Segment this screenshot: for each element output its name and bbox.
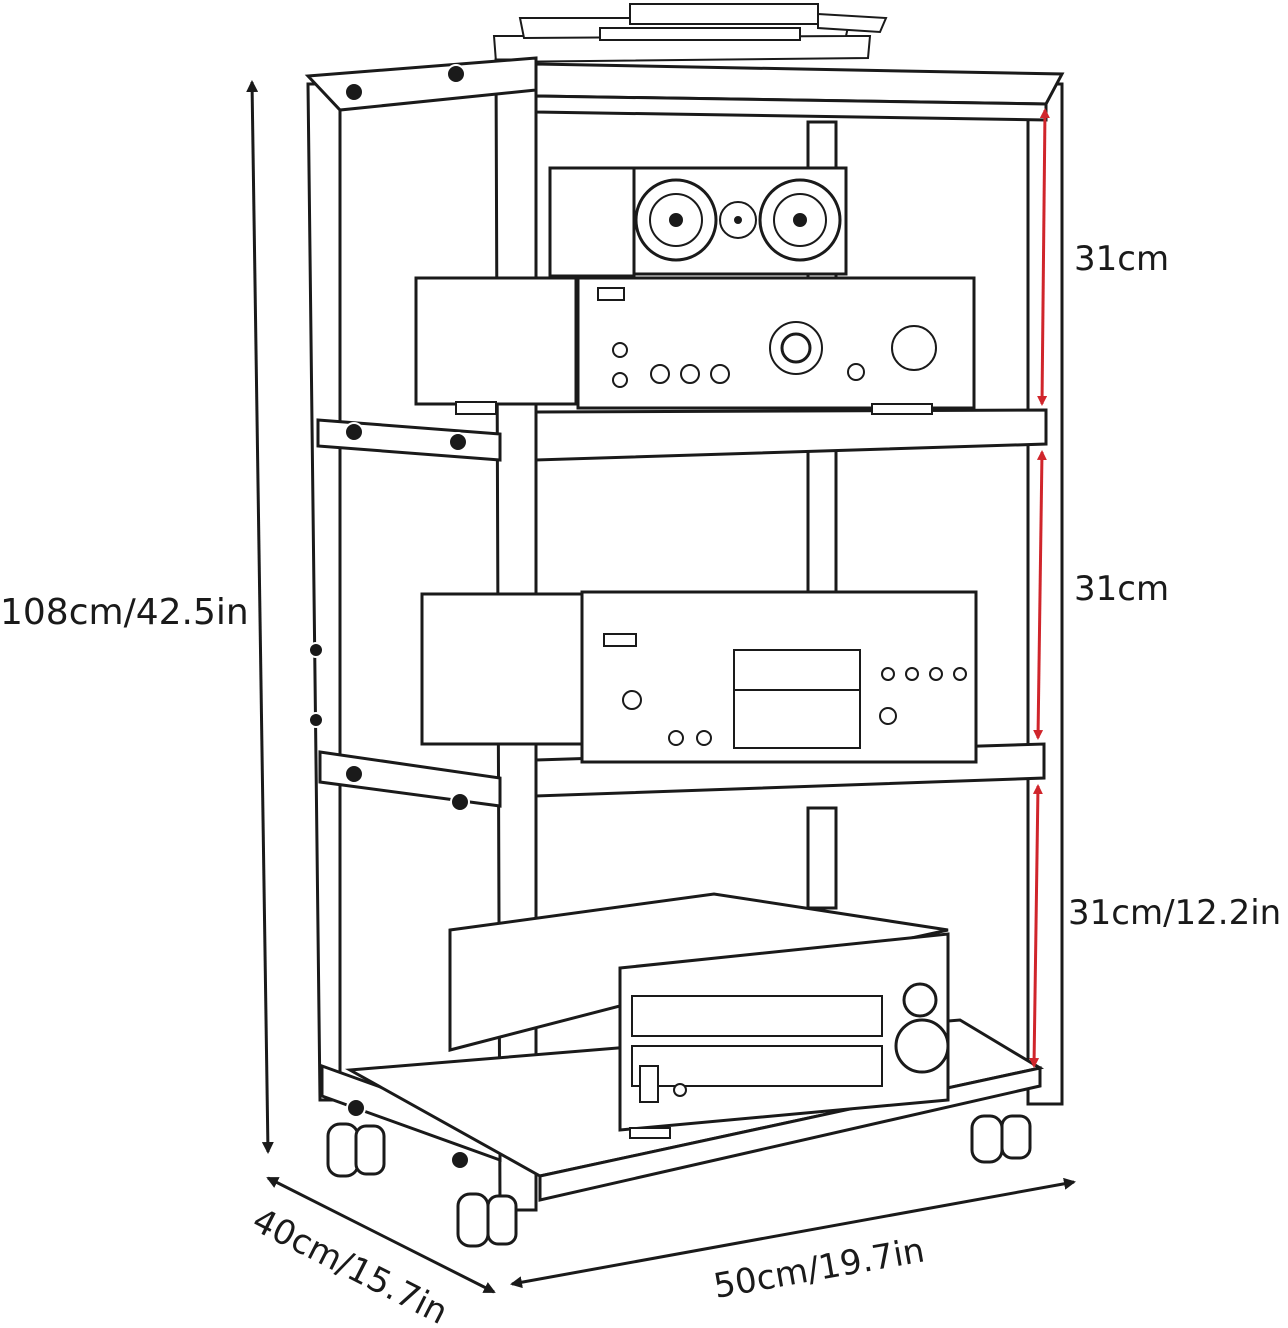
frame-bolts <box>308 64 470 1170</box>
shelf-gap-middle-label: 31cm <box>1074 569 1169 609</box>
rear-right-post-lower <box>806 806 838 910</box>
rack-illustration <box>304 3 1065 1248</box>
shelf-gap-bottom-label: 31cm/12.2in <box>1068 893 1281 933</box>
dimension-arrow-width <box>510 1177 1076 1289</box>
books-icon <box>492 3 888 64</box>
shelf-2 <box>534 408 1048 462</box>
shelf-gap-top-label: 31cm <box>1074 239 1169 279</box>
av-receiver-icon <box>448 892 950 1139</box>
dimension-arrow-depth <box>266 1176 496 1294</box>
dimension-arrow-height <box>246 80 274 1154</box>
cd-player-icon <box>420 590 978 764</box>
top-shelf <box>534 62 1065 122</box>
height-label: 108cm/42.5in <box>0 592 249 633</box>
dimension-arrows-shelf-gaps <box>1029 108 1050 1068</box>
center-speaker-icon <box>548 166 848 278</box>
amplifier-icon <box>414 276 976 415</box>
